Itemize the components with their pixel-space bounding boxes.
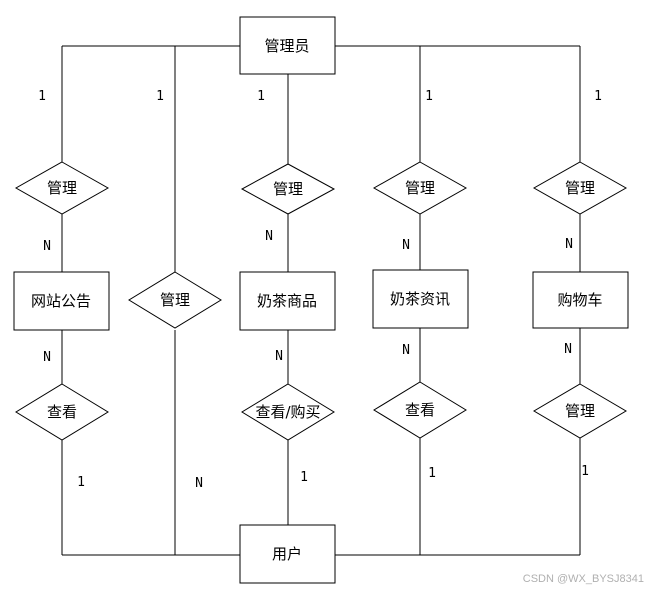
relation-manage-user-label: 管理	[160, 291, 190, 309]
relation-view-news-label: 查看	[405, 401, 435, 419]
entity-admin: 管理员	[239, 16, 336, 75]
relation-view-news: 查看	[373, 381, 467, 439]
cardinality-label: N	[275, 349, 283, 364]
entity-notice: 网站公告	[13, 271, 110, 331]
relation-manage-product-label: 管理	[273, 180, 303, 198]
cardinality-label: 1	[77, 475, 85, 490]
relation-manage-product: 管理	[240, 163, 336, 215]
cardinality-label: N	[402, 238, 410, 253]
relation-user-manage-cart-label: 管理	[565, 402, 595, 420]
cardinality-label: 1	[156, 89, 164, 104]
relation-manage-notice: 管理	[14, 161, 110, 215]
cardinality-label: N	[43, 239, 51, 254]
relation-manage-cart: 管理	[532, 161, 628, 215]
cardinality-label: 1	[581, 464, 589, 479]
entity-user: 用户	[239, 524, 336, 584]
cardinality-label: N	[564, 342, 572, 357]
cardinality-label: N	[402, 343, 410, 358]
relation-view-notice: 查看	[15, 383, 109, 441]
watermark: CSDN @WX_BYSJ8341	[523, 573, 644, 585]
cardinality-label: 1	[425, 89, 433, 104]
entity-user-label: 用户	[272, 545, 302, 563]
relation-manage-news-label: 管理	[405, 179, 435, 197]
cardinality-label: 1	[257, 89, 265, 104]
relation-view-buy-product: 查看/购买	[241, 383, 335, 441]
entity-news-label: 奶茶资讯	[390, 290, 450, 308]
connector-lines	[61, 45, 581, 556]
relation-view-notice-label: 查看	[47, 403, 77, 421]
relation-manage-user: 管理	[128, 271, 222, 329]
cardinality-label: N	[265, 229, 273, 244]
relation-manage-cart-label: 管理	[565, 179, 595, 197]
entity-cart: 购物车	[532, 271, 629, 329]
cardinality-label: N	[565, 237, 573, 252]
relation-manage-news: 管理	[372, 161, 468, 215]
cardinality-labels: 1 1 1 1 1 N N N N N N N N 1 N 1 1 1	[38, 89, 602, 491]
relation-manage-notice-label: 管理	[47, 179, 77, 197]
cardinality-label: N	[43, 350, 51, 365]
cardinality-label: 1	[38, 89, 46, 104]
cardinality-label: 1	[428, 466, 436, 481]
entity-product: 奶茶商品	[239, 271, 336, 331]
relation-view-buy-product-label: 查看/购买	[255, 403, 320, 421]
entity-cart-label: 购物车	[557, 291, 602, 309]
cardinality-label: 1	[300, 470, 308, 485]
entity-admin-label: 管理员	[264, 37, 309, 55]
relation-user-manage-cart: 管理	[533, 383, 627, 439]
cardinality-label: N	[195, 476, 203, 491]
entity-product-label: 奶茶商品	[257, 292, 317, 310]
entity-notice-label: 网站公告	[31, 292, 91, 310]
entity-news: 奶茶资讯	[372, 269, 469, 329]
cardinality-label: 1	[594, 89, 602, 104]
